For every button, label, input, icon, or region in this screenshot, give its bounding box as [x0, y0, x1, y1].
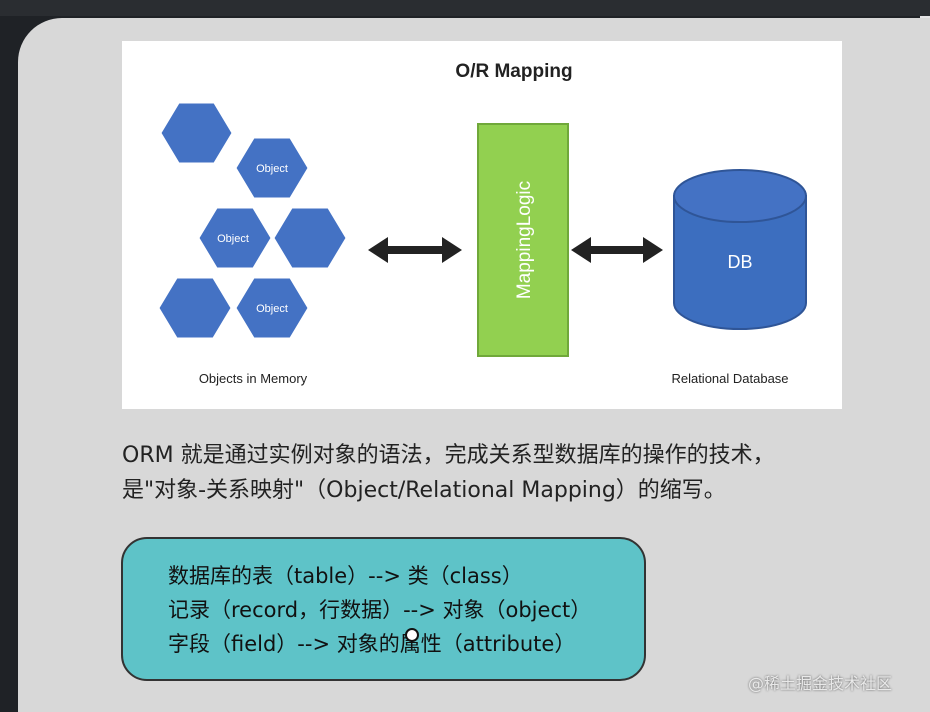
- database-cylinder-icon: [673, 169, 807, 330]
- db-label: DB: [727, 252, 752, 272]
- diagram-title: O/R Mapping: [455, 61, 572, 82]
- orm-description: ORM 就是通过实例对象的语法，完成关系型数据库的操作的技术， 是"对象-关系映…: [122, 438, 882, 508]
- mouse-cursor-icon: [405, 628, 419, 642]
- hexagon: [158, 277, 232, 339]
- mapping-logic-box: [477, 123, 569, 357]
- hexagon: [235, 277, 309, 339]
- hexagon: [160, 102, 233, 164]
- mapping-rule-table: 数据库的表（table）--> 类（class）: [168, 564, 523, 588]
- orm-diagram: O/R Mapping Object Object Object Objects…: [122, 41, 842, 409]
- hexagon: [198, 207, 272, 269]
- hexagon: [235, 137, 309, 199]
- double-arrow-icon: [571, 237, 663, 263]
- top-window-strip: [0, 0, 930, 16]
- mapping-rules-box: 数据库的表（table）--> 类（class） 记录（record，行数据）-…: [121, 537, 646, 681]
- objects-in-memory-caption: Objects in Memory: [199, 371, 308, 386]
- mapping-logic-label: MappingLogic: [514, 181, 535, 299]
- description-line-2: 是"对象-关系映射"（Object/Relational Mapping）的缩写…: [122, 478, 726, 503]
- mapping-rule-record: 记录（record，行数据）--> 对象（object）: [168, 598, 592, 622]
- hex-label: Object: [256, 163, 288, 175]
- double-arrow-icon: [368, 237, 462, 263]
- hex-label: Object: [217, 233, 249, 245]
- mapping-rule-field: 字段（field）--> 对象的属性（attribute）: [168, 632, 576, 656]
- hexagon: [273, 207, 347, 269]
- hex-label: Object: [256, 303, 288, 315]
- watermark: @稀土掘金技术社区: [748, 674, 893, 693]
- description-line-1: ORM 就是通过实例对象的语法，完成关系型数据库的操作的技术，: [122, 443, 775, 468]
- relational-database-caption: Relational Database: [671, 371, 788, 386]
